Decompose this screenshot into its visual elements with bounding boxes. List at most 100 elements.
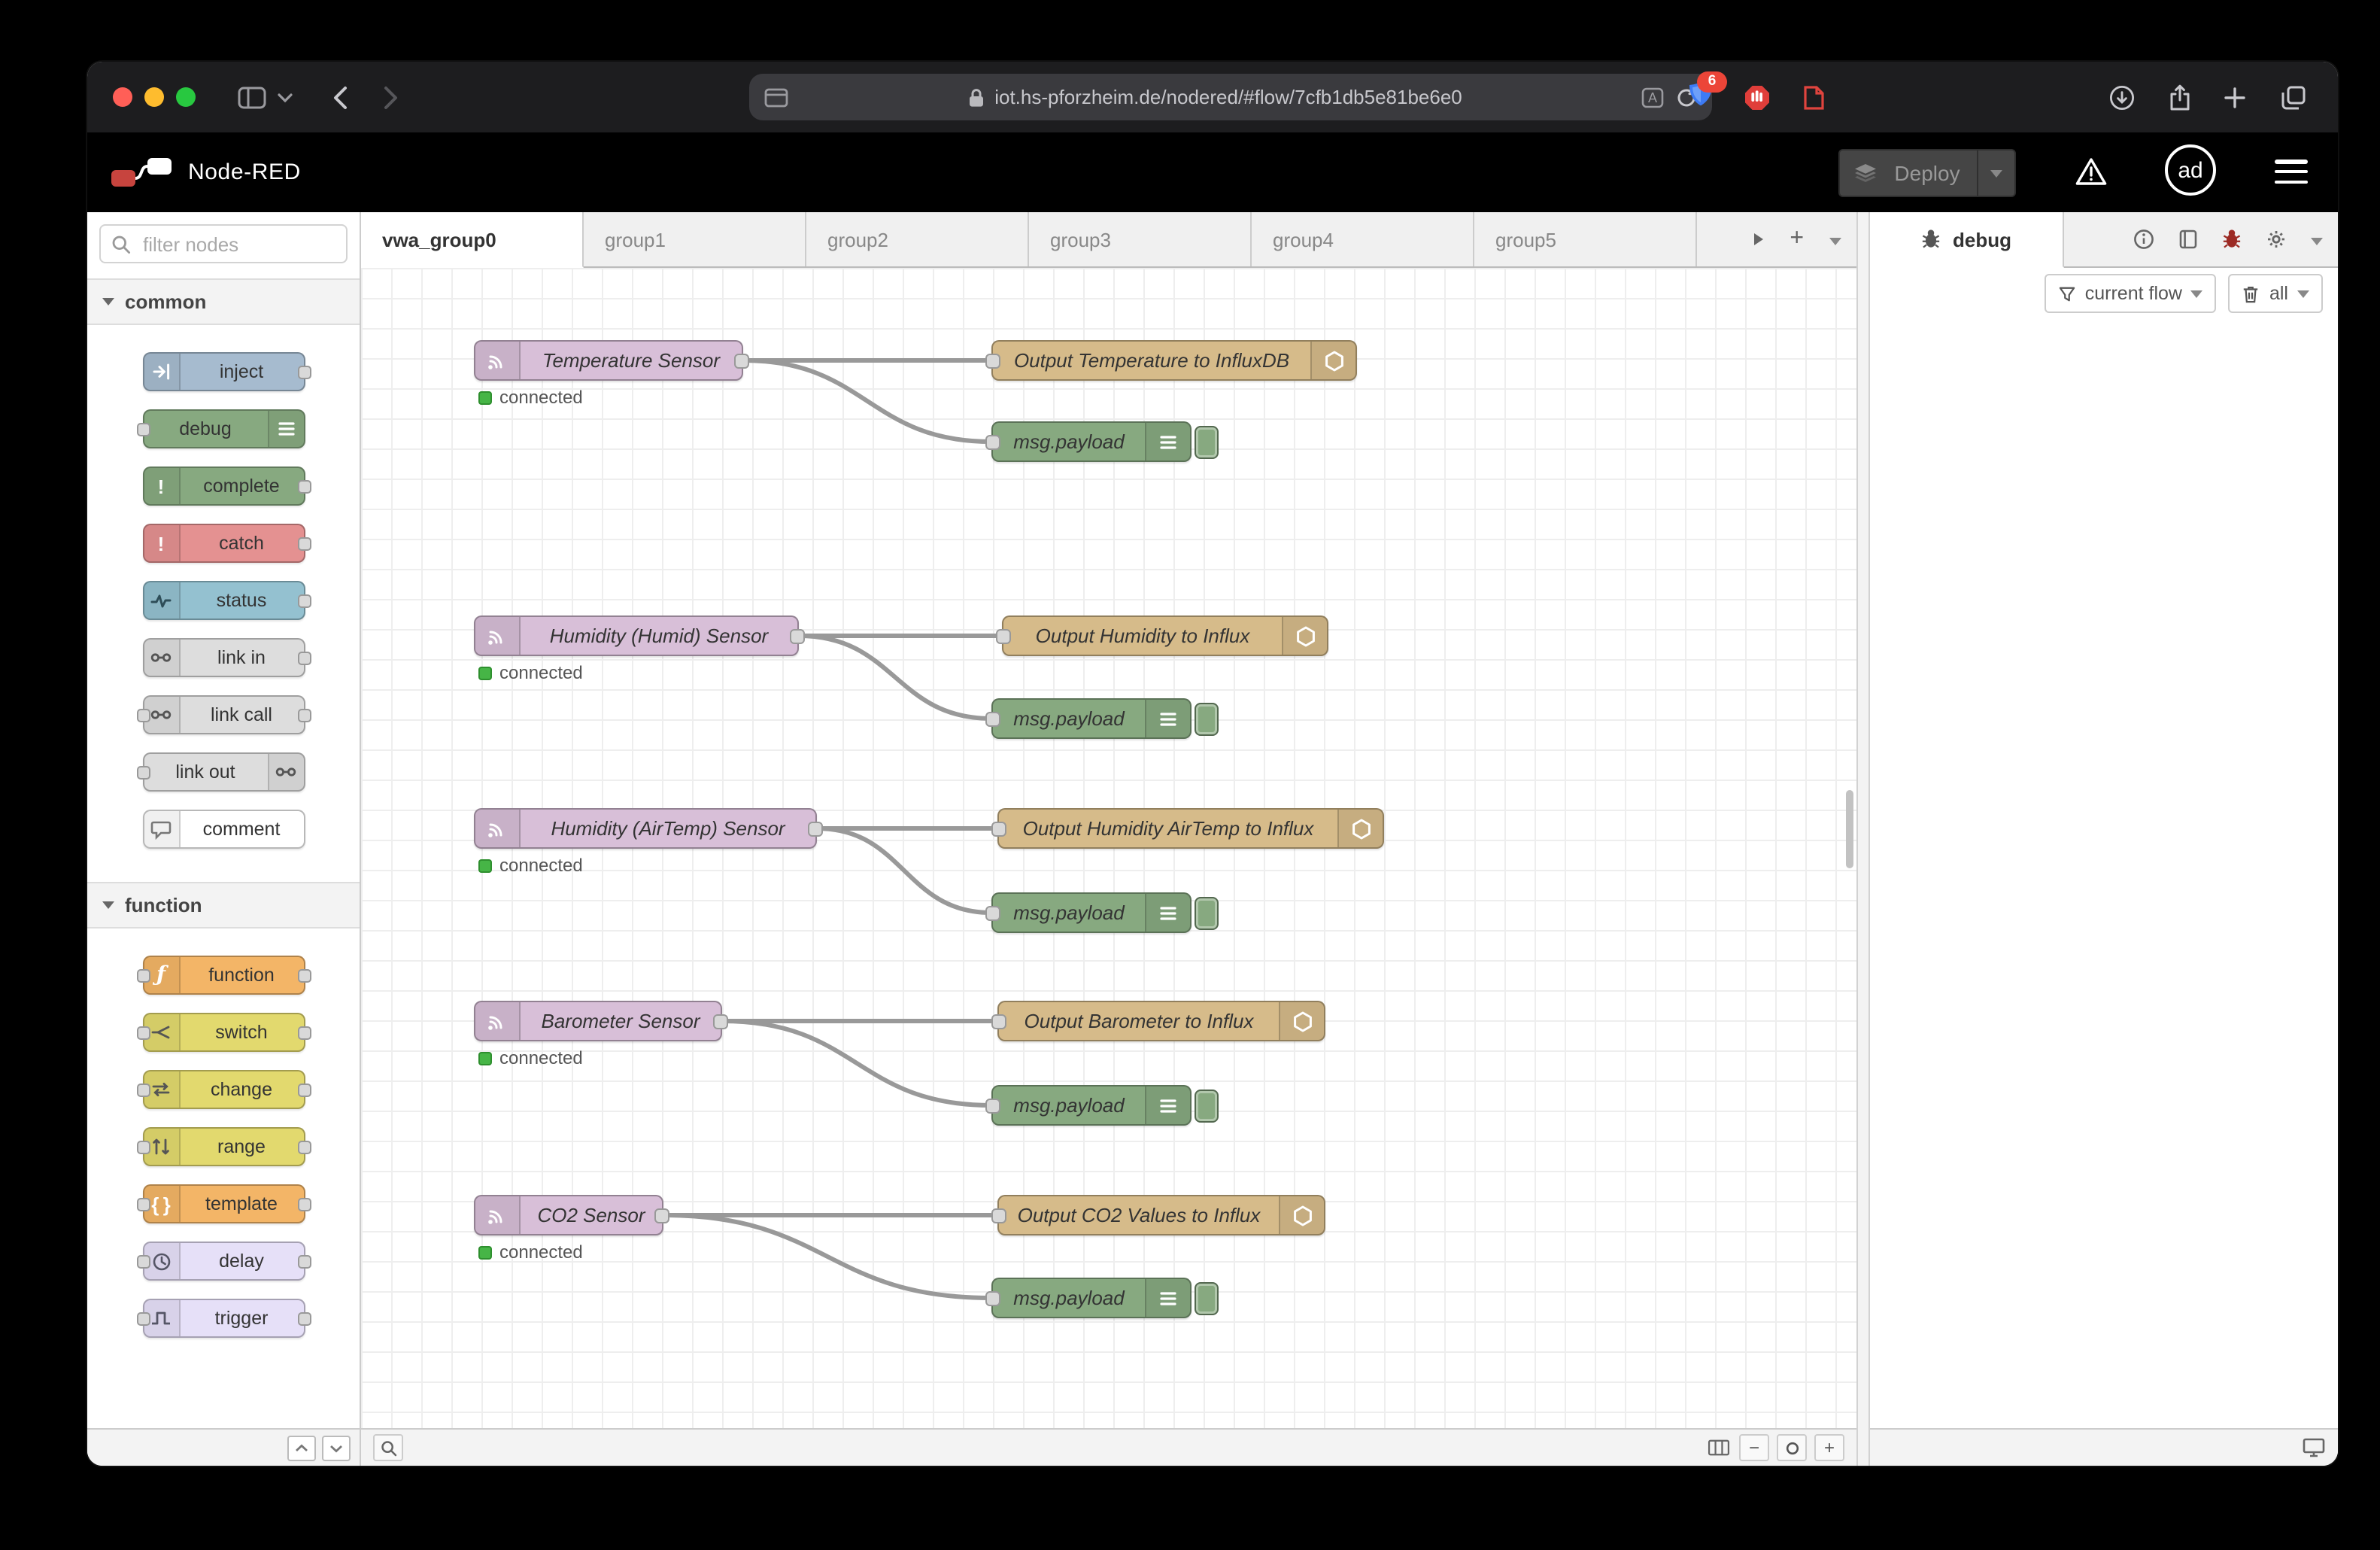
- wire[interactable]: [815, 826, 994, 915]
- user-avatar[interactable]: ad: [2165, 144, 2216, 196]
- output-port[interactable]: [297, 708, 311, 722]
- flow-node-mqtt-in[interactable]: Temperature Sensor: [474, 340, 749, 381]
- palette-node-link-in[interactable]: link in: [142, 638, 311, 677]
- palette-node-template[interactable]: { } template: [136, 1184, 311, 1223]
- flow-node-influx-out[interactable]: Output Humidity AirTemp to Influx: [991, 808, 1384, 849]
- input-port[interactable]: [136, 708, 150, 722]
- palette-category-common[interactable]: common: [87, 278, 360, 325]
- input-port[interactable]: [996, 628, 1011, 643]
- palette-node-inject[interactable]: inject: [142, 352, 311, 391]
- flow-canvas[interactable]: Temperature Sensor connected Output Temp…: [361, 268, 1856, 1428]
- output-port[interactable]: [297, 1083, 311, 1096]
- wire[interactable]: [720, 1019, 994, 1108]
- gear-icon[interactable]: [2266, 229, 2287, 250]
- palette-node-delay[interactable]: delay: [136, 1242, 311, 1281]
- add-flow-button[interactable]: +: [1790, 226, 1804, 251]
- close-window-button[interactable]: [113, 87, 132, 107]
- output-port[interactable]: [713, 1014, 728, 1029]
- debug-toggle-button[interactable]: [1195, 703, 1219, 736]
- palette-node-change[interactable]: change: [136, 1070, 311, 1109]
- wire[interactable]: [661, 1213, 994, 1300]
- flow-node-debug[interactable]: msg.payload: [985, 1278, 1219, 1318]
- tab-group5[interactable]: group5: [1474, 212, 1697, 266]
- debug-messages-panel[interactable]: [1870, 319, 2338, 1428]
- palette-node-comment[interactable]: comment: [142, 810, 305, 849]
- wire[interactable]: [797, 634, 994, 721]
- output-port[interactable]: [297, 1197, 311, 1211]
- output-port[interactable]: [297, 1254, 311, 1268]
- output-port[interactable]: [297, 968, 311, 982]
- output-port[interactable]: [297, 536, 311, 550]
- output-port[interactable]: [297, 1140, 311, 1153]
- flow-node-mqtt-in[interactable]: Humidity (Humid) Sensor: [474, 615, 805, 656]
- input-port[interactable]: [136, 422, 150, 436]
- tab-group3[interactable]: group3: [1029, 212, 1252, 266]
- input-port[interactable]: [136, 765, 150, 779]
- debug-toggle-button[interactable]: [1195, 426, 1219, 459]
- help-book-icon[interactable]: [2178, 229, 2198, 250]
- flow-node-influx-out[interactable]: Output Temperature to InfluxDB: [985, 340, 1357, 381]
- address-bar[interactable]: iot.hs-pforzheim.de/nodered/#flow/7cfb1d…: [749, 74, 1712, 120]
- sidebar-menu-caret[interactable]: [2311, 226, 2323, 253]
- back-button[interactable]: [332, 85, 348, 109]
- input-port[interactable]: [136, 1026, 150, 1039]
- tab-list-caret[interactable]: [1829, 226, 1841, 253]
- input-port[interactable]: [136, 1254, 150, 1268]
- canvas-search-button[interactable]: [373, 1434, 403, 1461]
- deploy-options-caret[interactable]: [1977, 150, 2014, 196]
- shield-extension-icon[interactable]: 6: [1686, 71, 1727, 114]
- info-icon[interactable]: [2133, 229, 2154, 250]
- output-port[interactable]: [297, 651, 311, 664]
- page-appearance-icon[interactable]: [764, 87, 788, 108]
- palette-node-trigger[interactable]: trigger: [136, 1299, 311, 1338]
- input-port[interactable]: [136, 1311, 150, 1325]
- zoom-reset-button[interactable]: [1777, 1434, 1807, 1461]
- input-port[interactable]: [136, 968, 150, 982]
- collapse-categories-button[interactable]: [287, 1435, 316, 1460]
- flow-node-mqtt-in[interactable]: CO2 Sensor: [474, 1195, 669, 1235]
- open-in-window-icon[interactable]: [2302, 1437, 2326, 1458]
- input-port[interactable]: [991, 821, 1006, 836]
- output-port[interactable]: [297, 1311, 311, 1325]
- flow-node-influx-out[interactable]: Output Barometer to Influx: [991, 1001, 1325, 1041]
- palette-node-status[interactable]: status: [142, 581, 311, 620]
- deploy-button[interactable]: Deploy: [1838, 149, 2016, 197]
- input-port[interactable]: [985, 905, 1000, 920]
- search-input[interactable]: [140, 231, 335, 257]
- palette-node-switch[interactable]: switch: [136, 1013, 311, 1052]
- tab-group2[interactable]: group2: [806, 212, 1029, 266]
- palette-node-function[interactable]: ƒ function: [136, 956, 311, 995]
- navigator-map-icon[interactable]: [1705, 1436, 1732, 1460]
- translate-icon[interactable]: A: [1641, 87, 1664, 108]
- new-tab-icon[interactable]: [2224, 86, 2246, 108]
- zoom-out-button[interactable]: −: [1739, 1434, 1769, 1461]
- minimize-window-button[interactable]: [144, 87, 164, 107]
- debug-toggle-button[interactable]: [1195, 897, 1219, 930]
- palette-node-complete[interactable]: ! complete: [142, 467, 311, 506]
- flow-node-debug[interactable]: msg.payload: [985, 698, 1219, 739]
- forward-button[interactable]: [384, 85, 399, 109]
- output-port[interactable]: [297, 479, 311, 493]
- output-port[interactable]: [790, 628, 805, 643]
- downloads-icon[interactable]: [2109, 84, 2135, 110]
- debug-toggle-button[interactable]: [1195, 1282, 1219, 1315]
- flow-node-mqtt-in[interactable]: Humidity (AirTemp) Sensor: [474, 808, 823, 849]
- input-port[interactable]: [985, 1290, 1000, 1305]
- palette-node-debug[interactable]: debug: [136, 409, 305, 448]
- palette-node-link-call[interactable]: link call: [136, 695, 311, 734]
- sidebar-splitter[interactable]: [1856, 212, 1870, 1466]
- input-port[interactable]: [136, 1140, 150, 1153]
- flow-node-debug[interactable]: msg.payload: [985, 421, 1219, 462]
- flow-node-influx-out[interactable]: Output CO2 Values to Influx: [991, 1195, 1325, 1235]
- debug-filter-button[interactable]: current flow: [2044, 274, 2217, 313]
- chevron-down-icon[interactable]: [277, 91, 293, 103]
- palette-category-function[interactable]: function: [87, 882, 360, 928]
- output-port[interactable]: [808, 821, 823, 836]
- flow-node-debug[interactable]: msg.payload: [985, 1085, 1219, 1126]
- output-port[interactable]: [734, 353, 749, 368]
- palette-node-catch[interactable]: ! catch: [142, 524, 311, 563]
- flow-node-mqtt-in[interactable]: Barometer Sensor: [474, 1001, 728, 1041]
- tab-debug[interactable]: debug: [1870, 212, 2064, 268]
- tab-scroll-right-icon[interactable]: [1752, 232, 1764, 247]
- output-port[interactable]: [297, 594, 311, 607]
